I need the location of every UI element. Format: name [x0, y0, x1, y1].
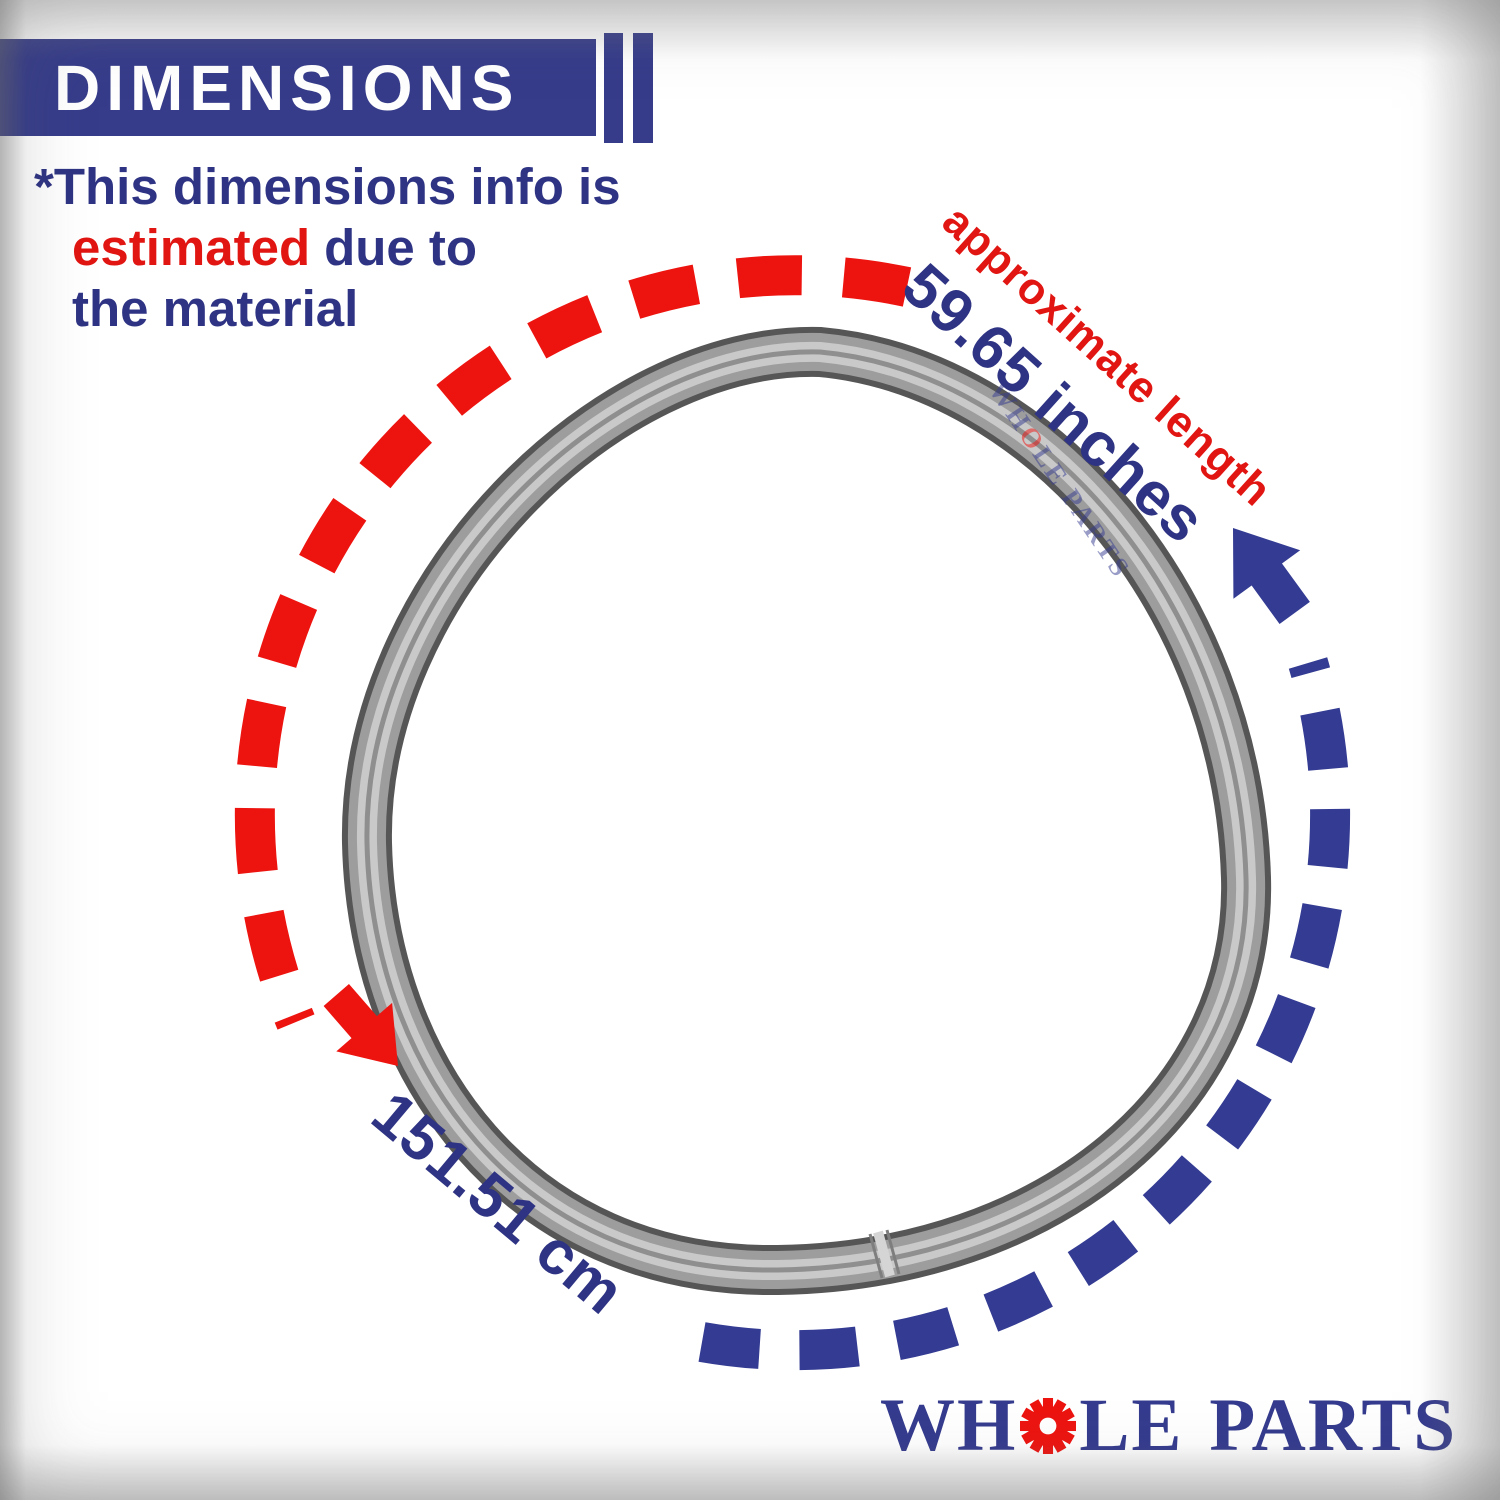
- whole-parts-logo: WH LE: [880, 1388, 1457, 1463]
- logo-part1: WH: [880, 1384, 1018, 1467]
- disclaimer-line-2-text: due to: [324, 219, 478, 276]
- dimensions-banner: DIMENSIONS: [0, 39, 596, 136]
- logo-part3: PARTS: [1209, 1384, 1458, 1467]
- disclaimer-line-3: the material: [72, 280, 359, 337]
- estimated-highlight: estimated: [72, 219, 311, 276]
- gear-icon: [1020, 1397, 1077, 1454]
- belt-ring: [341, 326, 1272, 1296]
- disclaimer-line-1-text: This dimensions info is: [53, 158, 621, 215]
- banner-accent-bar: [604, 33, 623, 143]
- page-title: DIMENSIONS: [54, 51, 520, 124]
- asterisk: *: [34, 158, 54, 215]
- blue-arrow-icon: [1233, 528, 1310, 624]
- red-dashed-arc: [234, 255, 912, 1030]
- logo-part2: LE: [1079, 1384, 1184, 1467]
- blue-dashed-arc: [698, 657, 1351, 1371]
- belt-seam: [868, 1229, 901, 1279]
- red-arrow-icon: [323, 983, 398, 1066]
- disclaimer-line-1: *This dimensions info is: [34, 156, 621, 217]
- banner-accent-bar: [633, 33, 653, 143]
